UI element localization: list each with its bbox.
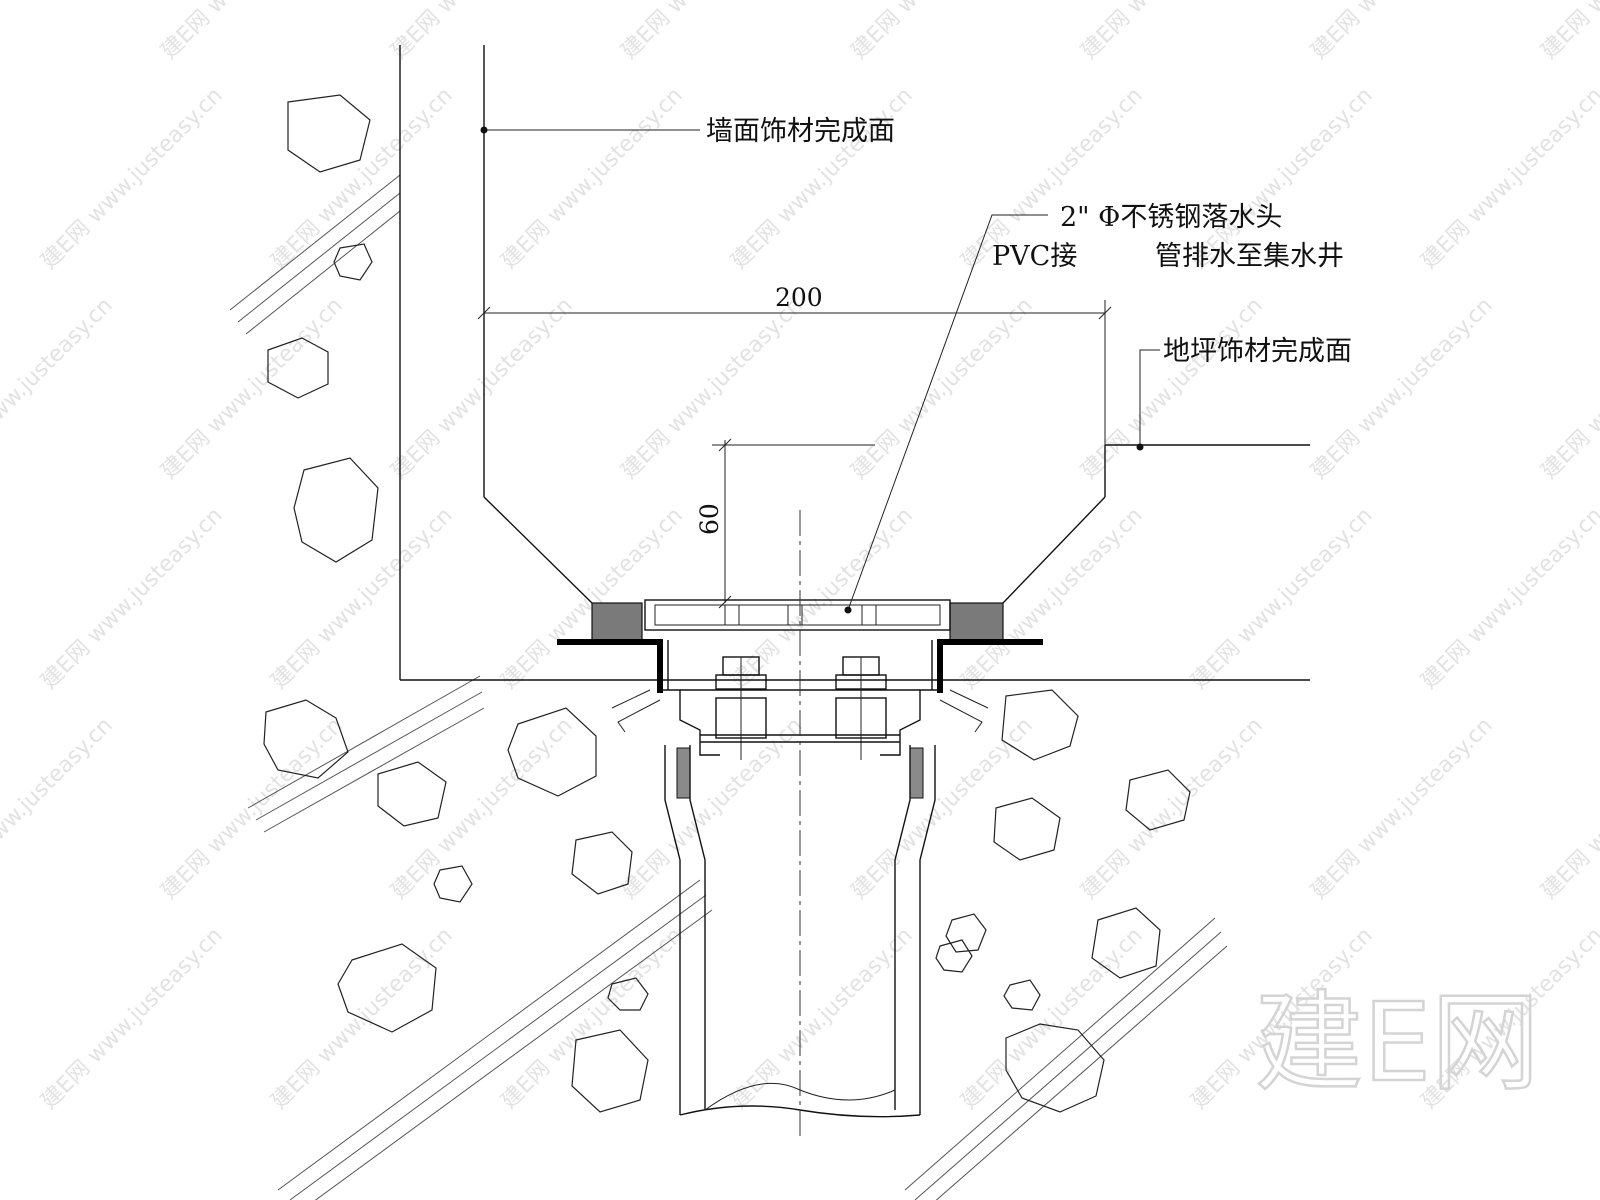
watermark-text: 建E网 www.justeasy.cn xyxy=(847,293,1038,484)
watermark-text: 建E网 www.justeasy.cn xyxy=(1417,503,1600,694)
watermark-text: 建E网 www.justeasy.cn xyxy=(1417,83,1600,274)
watermark-text: 建E网 www.justeasy.cn xyxy=(267,503,458,694)
watermark-text: 建E网 www.justeasy.cn xyxy=(387,0,578,64)
watermark-text: 建E网 www.justeasy.cn xyxy=(267,83,458,274)
watermark-text: 建E网 www.justeasy.cn xyxy=(617,293,808,484)
watermark-text: 建E网 www.justeasy.cn xyxy=(1077,713,1268,904)
pvc-pipe xyxy=(664,510,936,1140)
watermark-text: 建E网 www.justeasy.cn xyxy=(37,503,228,694)
soil-hatching xyxy=(229,174,1228,1200)
label-pvc-joint: PVC接 xyxy=(992,241,1077,272)
watermark-text: 建E网 www.justeasy.cn xyxy=(1077,0,1268,64)
watermark-text: 建E网 www.justeasy.cn xyxy=(0,713,118,904)
watermark-text: 建E网 www.justeasy.cn xyxy=(1537,0,1600,64)
watermark-text: 建E网 www.justeasy.cn xyxy=(387,713,578,904)
watermark-text: 建E网 www.justeasy.cn xyxy=(727,503,918,694)
watermark-text: 建E网 www.justeasy.cn xyxy=(1307,0,1498,64)
watermark-logo: 建E网 xyxy=(1255,981,1539,1106)
label-wall-finish: 墙面饰材完成面 xyxy=(706,116,895,147)
watermark-text: 建E网 www.justeasy.cn xyxy=(0,0,118,64)
dimension-lines xyxy=(477,300,1112,609)
watermark-text: 建E网 www.justeasy.cn xyxy=(727,83,918,274)
label-floor-finish: 地坪饰材完成面 xyxy=(1163,336,1352,367)
watermark-text: 建E网 www.justeasy.cn xyxy=(957,923,1148,1114)
aggregate-rocks xyxy=(263,94,1191,1113)
leader-lines xyxy=(480,126,1160,614)
watermark-text: 建E网 www.justeasy.cn xyxy=(1307,713,1498,904)
watermark-text: 建E网 www.justeasy.cn xyxy=(497,923,688,1114)
watermark-text: 建E网 www.justeasy.cn xyxy=(497,83,688,274)
watermark-text: 建E网 www.justeasy.cn xyxy=(957,503,1148,694)
watermark-text: 建E网 www.justeasy.cn xyxy=(1187,503,1378,694)
watermark-text: 建E网 www.justeasy.cn xyxy=(0,293,118,484)
watermark-text: 建E网 www.justeasy.cn xyxy=(847,0,1038,64)
watermark-text: 建E网 www.justeasy.cn xyxy=(387,293,578,484)
dimension-width: 200 xyxy=(775,283,823,312)
watermark-text: 建E网 www.justeasy.cn xyxy=(1537,713,1600,904)
watermark-text: 建E网 www.justeasy.cn xyxy=(157,713,348,904)
watermark-text: 建E网 www.justeasy.cn xyxy=(157,0,348,64)
dimension-depth: 60 xyxy=(695,503,724,535)
watermark-text: 建E网 www.justeasy.cn xyxy=(1537,293,1600,484)
watermark-text: 建E网 www.justeasy.cn xyxy=(617,0,808,64)
watermark-text: 建E网 www.justeasy.cn xyxy=(1307,293,1498,484)
label-drain-pipe: 管排水至集水井 xyxy=(1155,241,1344,272)
watermark-text: 建E网 www.justeasy.cn xyxy=(37,923,228,1114)
watermark-text: 建E网 www.justeasy.cn xyxy=(37,83,228,274)
drain-head-assembly xyxy=(557,599,1043,760)
label-drain-head: 2" Φ不锈钢落水头 xyxy=(1060,202,1282,233)
